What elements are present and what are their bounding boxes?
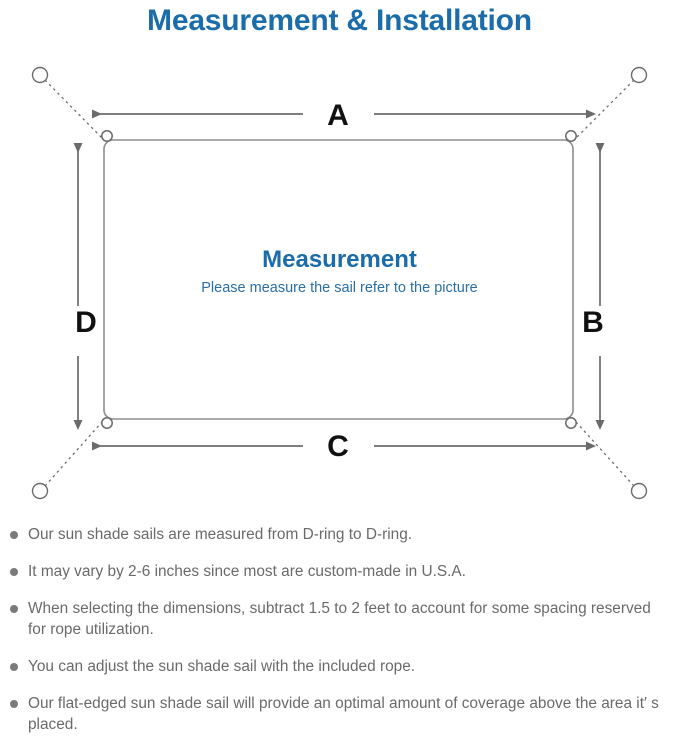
measurement-heading: Measurement bbox=[262, 246, 417, 273]
diagram-svg bbox=[31, 66, 648, 500]
anchor-ring-top-left bbox=[31, 66, 49, 84]
list-item: Our sun shade sails are measured from D-… bbox=[0, 524, 679, 545]
list-item-text: You can adjust the sun shade sail with t… bbox=[28, 658, 416, 675]
bullet-icon bbox=[10, 700, 18, 708]
list-item-text: Our sun shade sails are measured from D-… bbox=[28, 526, 413, 543]
measurement-subtitle: Please measure the sail refer to the pic… bbox=[201, 280, 478, 296]
list-item-text: It may vary by 2-6 inches since most are… bbox=[28, 563, 466, 580]
anchor-ring-top-right bbox=[630, 66, 648, 84]
d-ring-top-left bbox=[101, 130, 113, 142]
list-item: You can adjust the sun shade sail with t… bbox=[0, 656, 679, 677]
rope-top-right bbox=[575, 79, 635, 139]
dimension-label-a: A bbox=[327, 99, 349, 132]
rope-bottom-right bbox=[575, 421, 635, 487]
d-ring-bottom-right bbox=[565, 417, 577, 429]
bullet-icon bbox=[10, 663, 18, 671]
list-item-text: When selecting the dimensions, subtract … bbox=[28, 600, 651, 638]
measurement-diagram: Measurement Please measure the sail refe… bbox=[0, 48, 679, 518]
d-ring-bottom-left bbox=[101, 417, 113, 429]
list-item: It may vary by 2-6 inches since most are… bbox=[0, 561, 679, 582]
rope-bottom-left bbox=[44, 421, 103, 487]
dimension-label-d: D bbox=[75, 306, 97, 339]
dimension-label-c: C bbox=[327, 430, 349, 463]
bullet-icon bbox=[10, 531, 18, 539]
list-item-text: Our flat-edged sun shade sail will provi… bbox=[28, 695, 659, 733]
rope-top-left bbox=[44, 79, 103, 139]
anchor-ring-bottom-right bbox=[630, 482, 648, 500]
list-item: When selecting the dimensions, subtract … bbox=[0, 598, 679, 640]
d-ring-top-right bbox=[565, 130, 577, 142]
notes-list: Our sun shade sails are measured from D-… bbox=[0, 524, 679, 751]
dimension-label-b: B bbox=[582, 306, 604, 339]
bullet-icon bbox=[10, 605, 18, 613]
anchor-ring-bottom-left bbox=[31, 482, 49, 500]
sail-rectangle bbox=[103, 139, 574, 420]
bullet-icon bbox=[10, 568, 18, 576]
page-title: Measurement & Installation bbox=[147, 4, 532, 37]
list-item: Our flat-edged sun shade sail will provi… bbox=[0, 693, 679, 735]
